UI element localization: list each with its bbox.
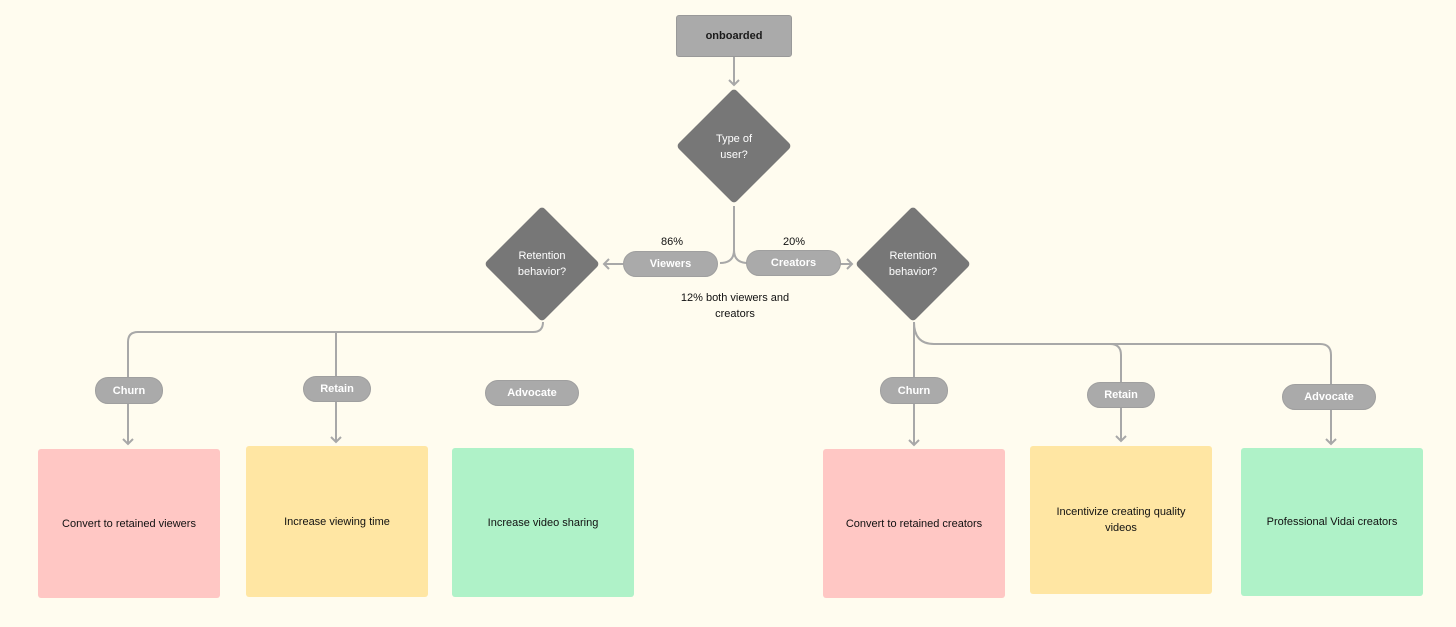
decision-creators-retention-label: Retention behavior? bbox=[888, 250, 938, 278]
viewers-retain-outcome[interactable]: Increase viewing time bbox=[246, 446, 428, 597]
overlap-note: 12% both viewers and creators bbox=[680, 292, 790, 320]
creators-advocate-outcome[interactable]: Professional Vidai creators bbox=[1241, 448, 1423, 596]
connector-to-viewers bbox=[719, 249, 735, 264]
decision-viewers-retention-label: Retention behavior? bbox=[517, 250, 567, 278]
viewers-churn-pill[interactable]: Churn bbox=[95, 377, 163, 404]
creators-churn-pill[interactable]: Churn bbox=[880, 377, 948, 404]
connector-creators-retain-branch bbox=[1109, 343, 1122, 382]
viewers-churn-outcome[interactable]: Convert to retained viewers bbox=[38, 449, 220, 598]
branch-creators-pill[interactable]: Creators bbox=[746, 250, 841, 276]
branch-viewers-pill[interactable]: Viewers bbox=[623, 251, 718, 277]
connector-viewers-branches bbox=[127, 321, 544, 377]
decision-type-of-user-label: Type of user? bbox=[715, 133, 753, 161]
creators-retain-pill[interactable]: Retain bbox=[1087, 382, 1155, 408]
viewers-percent: 86% bbox=[660, 236, 684, 248]
viewers-advocate-pill[interactable]: Advocate bbox=[485, 380, 579, 406]
creators-percent: 20% bbox=[782, 236, 806, 248]
connector-creators-right-branch bbox=[913, 321, 1332, 384]
viewers-advocate-outcome[interactable]: Increase video sharing bbox=[452, 448, 634, 597]
creators-churn-outcome[interactable]: Convert to retained creators bbox=[823, 449, 1005, 598]
connector-to-creators bbox=[733, 249, 749, 264]
start-node-onboarded[interactable]: onboarded bbox=[676, 15, 792, 57]
viewers-retain-pill[interactable]: Retain bbox=[303, 376, 371, 402]
creators-retain-outcome[interactable]: Incentivize creating quality videos bbox=[1030, 446, 1212, 594]
creators-advocate-pill[interactable]: Advocate bbox=[1282, 384, 1376, 410]
